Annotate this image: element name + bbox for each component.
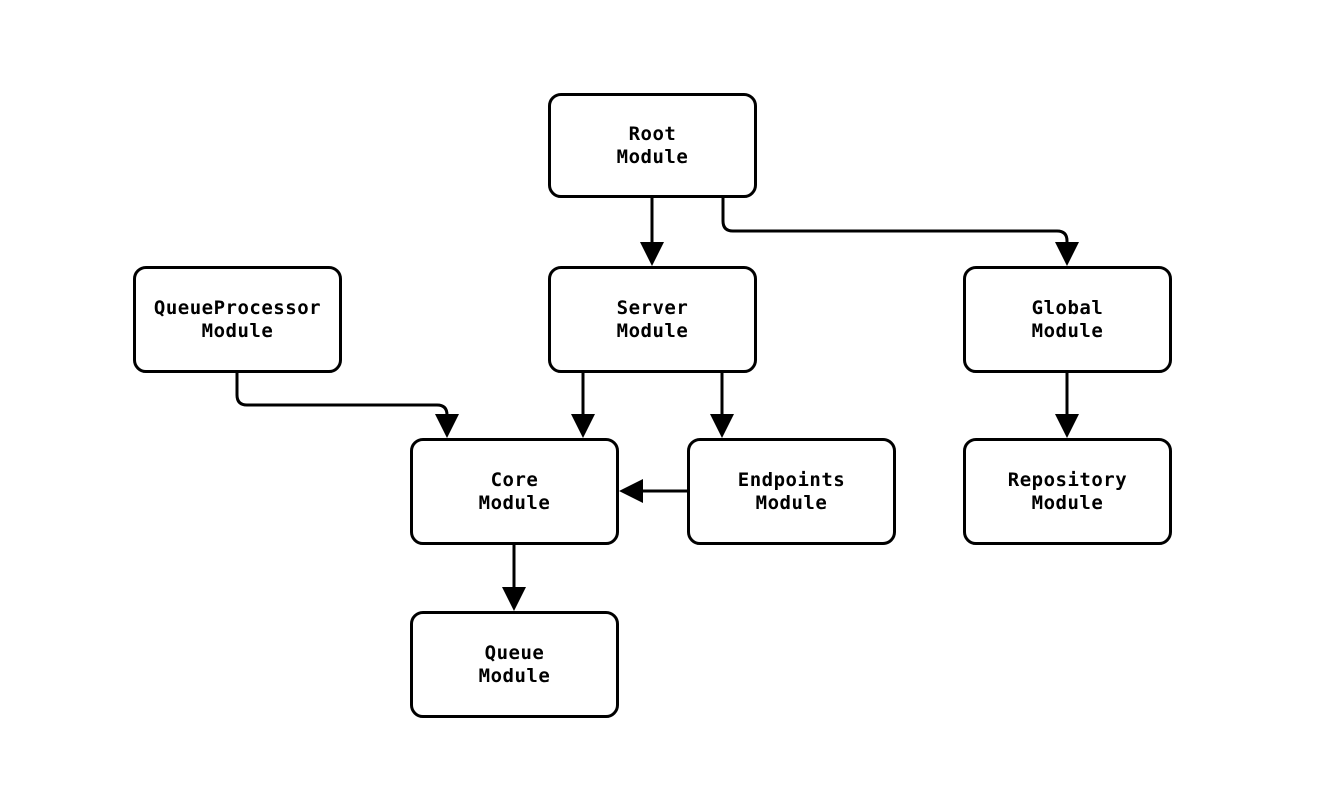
node-label-line: Module [1031, 319, 1104, 342]
node-label-line: QueueProcessor [153, 296, 322, 319]
node-label-line: Global [1031, 296, 1104, 319]
node-label-line: Root [628, 122, 677, 145]
node-label-line: Module [755, 491, 828, 514]
node-label-line: Module [478, 664, 551, 687]
node-label-line: Module [616, 319, 689, 342]
node-label-line: Module [201, 319, 274, 342]
node-label-line: Endpoints [737, 468, 846, 491]
edge-queueprocessor-core-arrow [235, 373, 459, 438]
node-label-line: Server [616, 296, 689, 319]
node-label-line: Queue [484, 641, 545, 664]
edge-root-global-arrow [721, 198, 1079, 266]
node-label-line: Module [1031, 491, 1104, 514]
node-label-line: Core [490, 468, 539, 491]
node-label-line: Module [478, 491, 551, 514]
node-label-line: Repository [1007, 468, 1128, 491]
node-label-line: Module [616, 145, 689, 168]
